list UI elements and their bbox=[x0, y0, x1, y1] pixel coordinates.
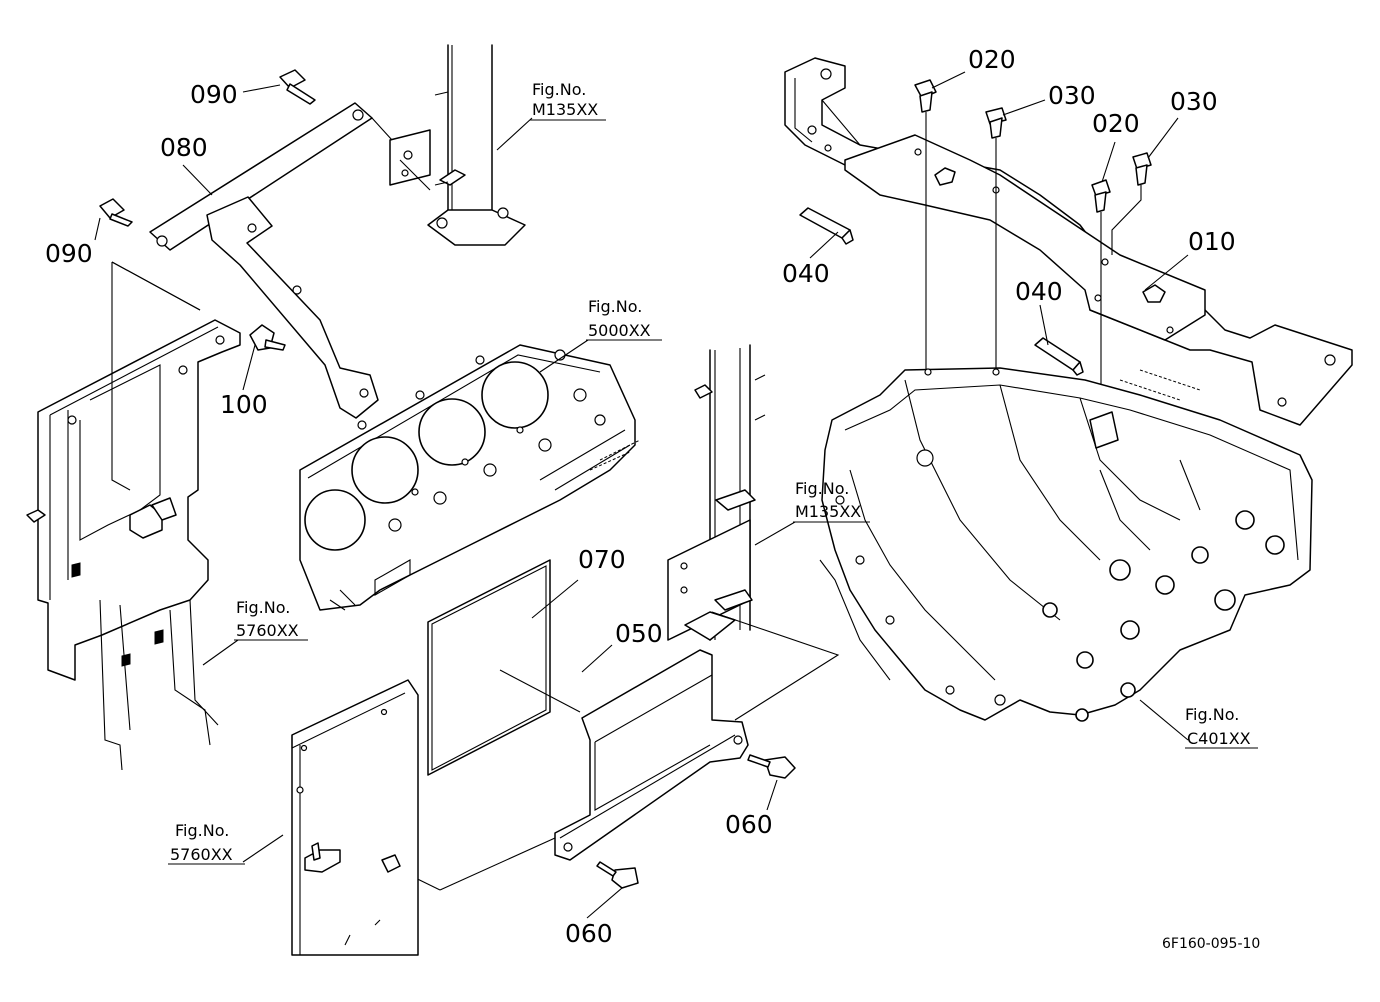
pad-070 bbox=[427, 559, 551, 776]
svg-text:Fig.No.: Fig.No. bbox=[175, 821, 229, 840]
svg-text:5000XX: 5000XX bbox=[588, 321, 651, 340]
bolt-090-left bbox=[99, 198, 133, 227]
drawing-code: 6F160-095-10 bbox=[1162, 936, 1260, 952]
figure-reference-labels: Fig.No. M135XX Fig.No. 5000XX Fig.No. M1… bbox=[168, 80, 1258, 865]
bracket-080 bbox=[149, 102, 431, 419]
bolt-030-right bbox=[1111, 152, 1152, 255]
label-020-right: 020 bbox=[1092, 109, 1140, 138]
svg-text:5760XX: 5760XX bbox=[170, 845, 233, 864]
left-frame-5760 bbox=[26, 261, 241, 771]
label-080: 080 bbox=[160, 133, 208, 162]
figref-m135-mid: Fig.No. M135XX bbox=[793, 479, 870, 523]
svg-text:Fig.No.: Fig.No. bbox=[532, 80, 586, 99]
label-070: 070 bbox=[578, 545, 626, 574]
svg-text:Fig.No.: Fig.No. bbox=[795, 479, 849, 498]
bolt-030-left bbox=[985, 107, 1007, 370]
plate-050 bbox=[554, 649, 749, 861]
steering-post-mid bbox=[667, 344, 766, 641]
label-090-left: 090 bbox=[45, 239, 93, 268]
figref-5000: Fig.No. 5000XX bbox=[586, 297, 662, 341]
figref-5760-bottom: Fig.No. 5760XX bbox=[168, 821, 245, 865]
bolt-090-top bbox=[279, 69, 316, 105]
bolt-020-left bbox=[914, 79, 937, 370]
svg-text:M135XX: M135XX bbox=[532, 100, 598, 119]
svg-text:M135XX: M135XX bbox=[795, 502, 861, 521]
figref-m135-top: Fig.No. M135XX bbox=[530, 80, 606, 121]
part-number-labels: 020 030 020 030 010 040 040 090 080 090 … bbox=[45, 45, 1236, 948]
head-gasket-5000 bbox=[299, 344, 641, 611]
bolt-100 bbox=[249, 324, 286, 351]
label-060-right: 060 bbox=[725, 810, 773, 839]
assembly-lines bbox=[111, 261, 840, 891]
label-010: 010 bbox=[1188, 227, 1236, 256]
label-030-top: 030 bbox=[1048, 81, 1096, 110]
bracket-010 bbox=[784, 57, 1353, 426]
svg-text:Fig.No.: Fig.No. bbox=[588, 297, 642, 316]
bottom-frame-5760 bbox=[291, 679, 419, 956]
label-040-left: 040 bbox=[782, 259, 830, 288]
pin-040-left bbox=[799, 207, 854, 245]
svg-text:5760XX: 5760XX bbox=[236, 621, 299, 640]
label-050: 050 bbox=[615, 619, 663, 648]
steering-post-top bbox=[389, 44, 526, 246]
label-030-right: 030 bbox=[1170, 87, 1218, 116]
label-020-top: 020 bbox=[968, 45, 1016, 74]
label-040-right: 040 bbox=[1015, 277, 1063, 306]
transmission-housing-c401 bbox=[819, 367, 1313, 722]
bolt-060-bottom bbox=[596, 861, 639, 889]
pin-040-right bbox=[1034, 337, 1084, 376]
label-090-top: 090 bbox=[190, 80, 238, 109]
label-060-bottom: 060 bbox=[565, 919, 613, 948]
svg-text:C401XX: C401XX bbox=[1187, 729, 1251, 748]
leader-lines bbox=[94, 71, 1189, 919]
svg-text:Fig.No.: Fig.No. bbox=[1185, 705, 1239, 724]
bolt-060-right bbox=[747, 754, 796, 779]
label-100: 100 bbox=[220, 390, 268, 419]
figref-c401: Fig.No. C401XX bbox=[1185, 705, 1258, 749]
svg-text:Fig.No.: Fig.No. bbox=[236, 598, 290, 617]
figref-5760-left: Fig.No. 5760XX bbox=[234, 598, 308, 641]
